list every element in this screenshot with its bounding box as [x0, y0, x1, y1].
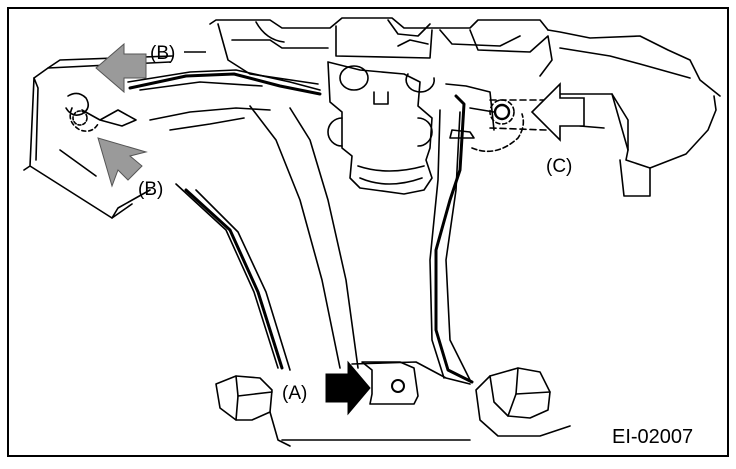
bottom-right-mount: [475, 367, 571, 437]
outline-heavy-right: [434, 94, 474, 384]
manifold-body: [149, 83, 495, 385]
figure-frame: [7, 7, 729, 457]
bracket-a: [281, 361, 471, 441]
center-valve-body: [327, 61, 435, 195]
bolt-hole-a: [391, 379, 405, 393]
label-a: (A): [282, 383, 307, 404]
bolt-hole-top-left: [65, 92, 90, 116]
label-c: (C): [546, 156, 572, 177]
engine-top-assembly: [127, 17, 721, 97]
outline-heavy-top: [128, 72, 322, 96]
label-b-top: (B): [150, 43, 175, 64]
dashed-hole-left: [72, 110, 88, 126]
arrow-b-bottom: [97, 137, 148, 188]
right-bracket: [471, 93, 717, 197]
outline-heavy-left: [184, 188, 284, 370]
bottom-left-mount: [215, 375, 291, 447]
arrow-c: [530, 82, 585, 142]
label-b-bottom: (B): [138, 179, 163, 200]
bolt-hole-c: [493, 103, 511, 121]
arrow-a: [325, 360, 371, 416]
figure-code: EI-02007: [612, 426, 693, 448]
arrow-b-top: [95, 42, 147, 94]
